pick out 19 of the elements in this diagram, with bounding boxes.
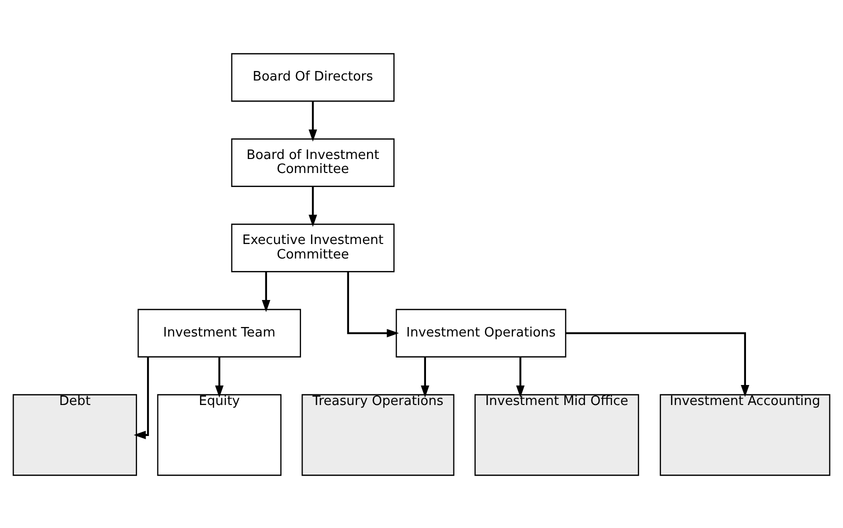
node-box: Debt <box>12 394 138 476</box>
arrow <box>262 271 270 312</box>
node-box: Executive Investment Committee <box>231 223 395 272</box>
arrow <box>347 271 399 337</box>
arrow <box>215 356 224 398</box>
arrow <box>516 356 525 398</box>
node-box: Investment Operations <box>396 308 566 357</box>
node-box: Board Of Directors <box>231 52 395 102</box>
arrow <box>308 186 318 226</box>
node-box: Investment Team <box>138 308 302 357</box>
arrow <box>308 100 318 142</box>
node-box: Equity <box>157 394 282 476</box>
node-box: Treasury Operations <box>302 394 454 476</box>
arrow <box>134 356 149 439</box>
node-box: Investment Accounting <box>660 394 830 476</box>
node-box: Board of Investment Committee <box>231 138 395 186</box>
arrow <box>420 356 430 398</box>
node-box: Investment Mid Office <box>474 394 640 476</box>
arrow <box>566 332 750 397</box>
